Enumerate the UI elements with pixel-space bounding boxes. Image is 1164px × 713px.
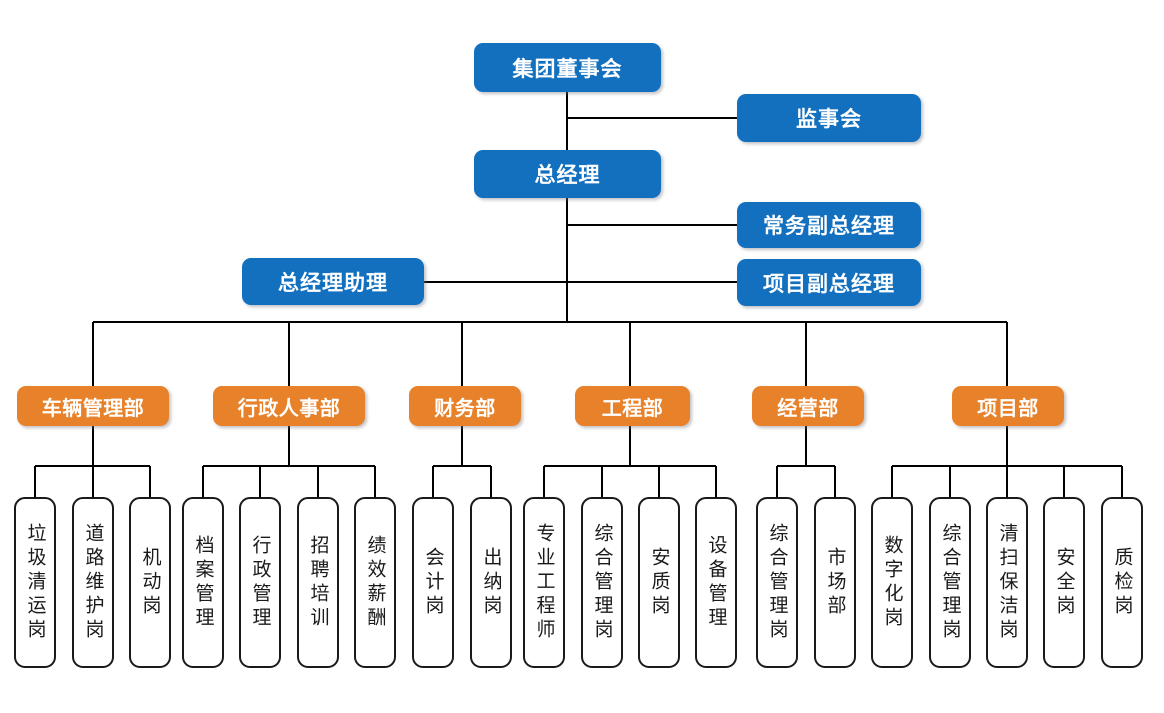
node-label: 行政管理 [249,534,272,631]
node-general-manager[interactable]: 总经理 [474,150,661,198]
node-position-quality-inspection[interactable]: 质检岗 [1101,497,1143,668]
node-label: 机动岗 [139,546,162,619]
node-position-equipment-management[interactable]: 设备管理 [695,497,737,668]
node-label: 车辆管理部 [41,395,145,420]
node-label: 财务部 [434,395,496,420]
node-label: 综合管理岗 [939,522,962,643]
node-position-eng-comprehensive-management[interactable]: 综合管理岗 [581,497,623,668]
node-label: 专业工程师 [533,522,556,643]
node-label: 绩效薪酬 [364,534,387,631]
node-label: 数字化岗 [881,534,904,631]
node-position-mobile-duty[interactable]: 机动岗 [129,497,171,668]
node-label: 工程部 [601,395,664,420]
node-position-records-management[interactable]: 档案管理 [182,497,224,668]
node-label: 总经理助理 [278,270,388,295]
node-department-project[interactable]: 项目部 [952,386,1064,426]
node-label: 招聘培训 [307,534,330,631]
node-executive-deputy-gm[interactable]: 常务副总经理 [737,202,921,248]
node-label: 总经理 [534,163,601,187]
node-label: 垃圾清运岗 [24,522,47,643]
node-department-vehicle-management[interactable]: 车辆管理部 [17,386,169,426]
node-supervisory-board[interactable]: 监事会 [737,94,921,142]
node-position-professional-engineer[interactable]: 专业工程师 [523,497,565,668]
node-position-recruitment-training[interactable]: 招聘培训 [297,497,339,668]
node-position-cashier[interactable]: 出纳岗 [470,497,512,668]
node-label: 监事会 [796,107,862,131]
node-label: 集团董事会 [512,56,623,81]
node-department-operations[interactable]: 经营部 [752,386,864,426]
node-label: 会计岗 [422,546,445,619]
node-label: 经营部 [777,395,839,420]
node-position-accounting[interactable]: 会计岗 [412,497,454,668]
node-label: 出纳岗 [480,546,503,619]
node-department-engineering[interactable]: 工程部 [575,386,690,426]
node-label: 综合管理岗 [591,522,614,643]
node-label: 常务副总经理 [763,214,895,238]
node-department-finance[interactable]: 财务部 [409,386,521,426]
node-label: 安质岗 [648,546,671,619]
node-project-deputy-gm[interactable]: 项目副总经理 [737,259,921,306]
node-label: 道路维护岗 [82,522,105,643]
node-position-safety-quality[interactable]: 安质岗 [638,497,680,668]
node-label: 设备管理 [705,534,728,631]
node-label: 项目副总经理 [763,271,895,296]
node-position-proj-comprehensive-management[interactable]: 综合管理岗 [929,497,971,668]
node-label: 行政人事部 [237,395,341,420]
node-label: 综合管理岗 [766,522,789,643]
node-position-waste-transport[interactable]: 垃圾清运岗 [14,497,56,668]
node-department-admin-hr[interactable]: 行政人事部 [213,386,365,426]
node-position-performance-compensation[interactable]: 绩效薪酬 [354,497,396,668]
node-label: 安全岗 [1053,546,1076,619]
node-position-marketing[interactable]: 市场部 [814,497,856,668]
node-position-digitalization[interactable]: 数字化岗 [871,497,913,668]
node-label: 质检岗 [1111,546,1134,619]
node-position-admin-management[interactable]: 行政管理 [239,497,281,668]
node-label: 清扫保洁岗 [996,522,1019,643]
node-label: 市场部 [824,546,847,619]
node-position-safety[interactable]: 安全岗 [1043,497,1085,668]
node-position-cleaning-sanitation[interactable]: 清扫保洁岗 [986,497,1028,668]
node-gm-assistant[interactable]: 总经理助理 [242,258,424,305]
node-position-road-maintenance[interactable]: 道路维护岗 [72,497,114,668]
node-label: 档案管理 [192,534,215,631]
node-label: 项目部 [977,395,1039,420]
node-board-of-directors[interactable]: 集团董事会 [474,43,661,92]
node-position-ops-comprehensive-management[interactable]: 综合管理岗 [756,497,798,668]
